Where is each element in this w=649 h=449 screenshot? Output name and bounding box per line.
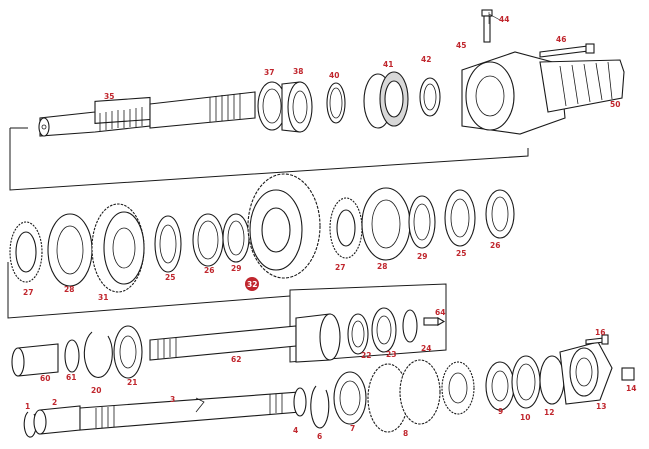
bearing-7 (333, 371, 367, 425)
callout-labels: 44 45 46 42 41 40 38 37 35 50 27 28 31 2… (23, 15, 636, 441)
gear-cluster-8 (367, 359, 475, 433)
callout-42: 42 (421, 55, 431, 64)
countershaft-62 (149, 325, 297, 361)
synchro-41 (363, 71, 409, 129)
callout-28-left: 28 (64, 285, 74, 294)
callout-35: 35 (104, 92, 114, 101)
callout-26-left: 26 (204, 266, 214, 275)
callout-60: 60 (40, 374, 50, 383)
callout-29-right: 29 (417, 252, 427, 261)
callout-8: 8 (403, 429, 408, 438)
bearing-25-left (154, 215, 182, 273)
ring-12 (539, 355, 565, 405)
callout-9: 9 (498, 407, 503, 416)
callout-28-right: 28 (377, 262, 387, 271)
input-shaft-3 (79, 391, 301, 431)
callout-3: 3 (170, 395, 175, 404)
ring-29-left (222, 213, 250, 263)
bearing-23 (371, 307, 397, 353)
callout-23: 23 (386, 350, 396, 359)
callout-13: 13 (596, 402, 606, 411)
callout-14: 14 (626, 384, 636, 393)
callout-29-left: 29 (231, 264, 241, 273)
leader-lines (488, 12, 501, 24)
shaft-35 (38, 91, 256, 137)
callout-16: 16 (595, 328, 605, 337)
callout-26-right: 26 (490, 241, 500, 250)
plug-14 (621, 367, 635, 381)
callout-2: 2 (52, 398, 57, 407)
snap-ring-6 (310, 385, 330, 429)
callout-4: 4 (293, 426, 298, 435)
callout-12: 12 (544, 408, 554, 417)
gear-28-left (47, 213, 93, 287)
gear-27-right (329, 197, 363, 259)
sleeve-60 (11, 343, 59, 377)
extension-housing-50 (539, 59, 625, 113)
callout-7: 7 (350, 424, 355, 433)
bearing-2 (33, 405, 81, 435)
housing-45 (461, 51, 566, 135)
cover-13 (559, 341, 613, 405)
callout-31: 31 (98, 293, 108, 302)
callout-20: 20 (91, 386, 101, 395)
pin-64 (423, 317, 446, 326)
gear-32 (247, 173, 321, 279)
callout-1: 1 (25, 402, 30, 411)
ring-42 (419, 77, 441, 117)
callout-25-right: 25 (456, 249, 466, 258)
callout-38: 38 (293, 67, 303, 76)
callout-27-left: 27 (23, 288, 33, 297)
callout-22: 22 (361, 351, 371, 360)
assembly-bracket-top (9, 128, 529, 191)
callout-44: 44 (499, 15, 509, 24)
callout-45: 45 (456, 41, 466, 50)
stud-46 (539, 43, 595, 58)
bearing-38 (281, 81, 313, 133)
callout-24: 24 (421, 344, 431, 353)
gear-31 (91, 203, 145, 293)
callout-27-right: 27 (335, 263, 345, 272)
callout-62: 62 (231, 355, 241, 364)
bearing-25-right (444, 189, 476, 247)
bearing-9 (485, 361, 515, 411)
ring-10 (511, 355, 541, 409)
callout-41: 41 (383, 60, 393, 69)
snap-ring-4 (293, 387, 307, 417)
hub-counter (295, 313, 341, 363)
callout-64: 64 (435, 308, 445, 317)
ring-29-right (408, 195, 436, 249)
callout-10: 10 (520, 413, 530, 422)
callout-46: 46 (556, 35, 566, 44)
callout-6: 6 (317, 432, 322, 441)
assembly-bracket-middle (7, 262, 291, 319)
bearing-37 (257, 81, 287, 131)
callout-61: 61 (66, 373, 76, 382)
bolt-16 (585, 334, 609, 345)
gear-27-left (9, 221, 43, 283)
callout-25-left: 25 (165, 273, 175, 282)
callout-40: 40 (329, 71, 339, 80)
gear-28-right (361, 187, 411, 261)
ring-26-left (192, 213, 224, 267)
bolt-44 (481, 9, 493, 43)
callout-50: 50 (610, 100, 620, 109)
ring-26-right (485, 189, 515, 239)
callout-32-badge (245, 277, 259, 291)
bearing-22 (347, 313, 369, 355)
callout-21: 21 (127, 378, 137, 387)
snap-ring-20 (83, 331, 113, 378)
callout-37: 37 (264, 68, 274, 77)
washer-24 (402, 309, 418, 343)
callout-32: 32 (247, 280, 257, 289)
ring-61 (64, 339, 80, 373)
ring-40 (326, 82, 346, 124)
bearing-21 (113, 325, 143, 379)
